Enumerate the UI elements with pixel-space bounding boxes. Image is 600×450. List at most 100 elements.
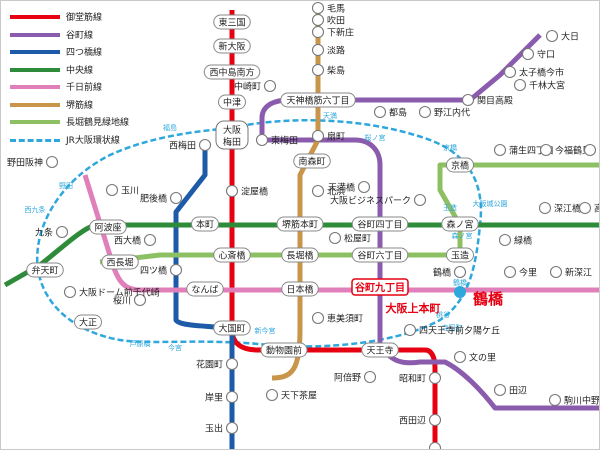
station-tamade[interactable]: 玉出	[205, 421, 239, 435]
jr-station-label: 玉造	[443, 203, 457, 212]
station-tanimachi6[interactable]: 谷町六丁目	[351, 247, 409, 263]
station-ogimachi[interactable]: 扇町	[311, 129, 346, 143]
station-shitennojimae[interactable]: 四天王寺前夕陽ケ丘	[403, 323, 501, 337]
station-sakaisujihonmachi[interactable]: 堺筋本町	[276, 216, 324, 232]
station-suita[interactable]: 吹田	[311, 13, 346, 27]
station-marker	[453, 265, 467, 279]
legend-row: 四つ橋線	[8, 43, 140, 61]
station-nishinagahori[interactable]: 西長堀	[101, 254, 139, 270]
station-nakatsu[interactable]: 中津	[218, 94, 246, 110]
station-minamimorimachi[interactable]: 南森町	[293, 153, 331, 169]
station-higashiumeda[interactable]: 東梅田	[255, 133, 299, 147]
station-fukaebashi[interactable]: 深江橋	[538, 201, 582, 215]
station-label: 東梅田	[271, 135, 298, 147]
station-yokozutsumi[interactable]: 横堤	[583, 143, 600, 157]
station-shinfukae[interactable]: 新深江	[549, 265, 593, 279]
station-osaka-business-park[interactable]: 大阪ビジネスパーク	[330, 193, 427, 207]
legend-row: 谷町線	[8, 26, 140, 44]
station-marker	[105, 183, 119, 197]
station-imazato[interactable]: 今里	[503, 265, 538, 279]
station-matsuyamachi[interactable]: 松屋町	[328, 231, 372, 245]
station-marker	[143, 233, 157, 247]
legend-swatch	[10, 138, 60, 142]
station-marker	[328, 231, 342, 245]
station-tamatsukuri[interactable]: 玉造	[446, 247, 474, 263]
station-marker	[403, 323, 417, 337]
station-taishibashi[interactable]: 太子橋今市	[503, 65, 565, 79]
station-sakuragawa[interactable]: 桜川	[113, 293, 147, 307]
station-fuminosato[interactable]: 文の里	[453, 350, 497, 364]
station-kunijima[interactable]: 柴島	[311, 63, 346, 77]
station-nishiumeda[interactable]: 西梅田	[169, 138, 212, 152]
station-dome[interactable]: 大阪ドーム前千代崎	[63, 285, 160, 299]
station-taisho[interactable]: 大正	[74, 314, 102, 330]
station-noe[interactable]: 野江内代	[418, 105, 471, 119]
legend-label: 御堂筋線	[66, 13, 103, 23]
station-nagai[interactable]	[428, 441, 442, 450]
station-sembayashi[interactable]: 千林大宮	[513, 78, 566, 92]
station-kishinosato[interactable]: 岸里	[205, 390, 239, 404]
station-midoribashi[interactable]: 緑橋	[498, 233, 533, 247]
station-awaza[interactable]: 阿波座	[89, 219, 127, 235]
station-nishinakajima-minamigata[interactable]: 西中島南方	[203, 64, 261, 80]
station-dainichi[interactable]: 大日	[545, 29, 580, 43]
station-label: 花園町	[196, 359, 223, 371]
station-namba[interactable]: なんば	[186, 281, 224, 297]
station-nagahoribashi[interactable]: 長堀橋	[281, 247, 319, 263]
station-label: 守口	[537, 49, 555, 61]
station-kyobashi[interactable]: 京橋	[446, 157, 474, 173]
station-label: 西田辺	[399, 416, 426, 427]
station-label: 鶴橋	[433, 267, 451, 279]
station-nodahanshin[interactable]: 野田阪神	[7, 155, 59, 169]
station-komagawa[interactable]: 駒川中野	[548, 393, 600, 407]
station-miyakojima[interactable]: 都島	[373, 105, 408, 119]
station-marker	[357, 180, 371, 194]
station-shinsaibashi[interactable]: 心斎橋	[213, 247, 251, 263]
station-hanazonocho[interactable]: 花園町	[196, 357, 239, 371]
station-imafuku[interactable]: 今福鶴見	[539, 143, 592, 157]
station-marker	[225, 184, 239, 198]
station-tsuruhashi[interactable]: 鶴橋	[433, 265, 467, 279]
station-tengachaya[interactable]: 天下茶屋	[265, 388, 318, 402]
uehommachi-label: 大阪上本町	[386, 301, 441, 315]
station-moriguchi[interactable]: 守口	[521, 47, 556, 61]
station-nishitanabe[interactable]: 西田辺	[399, 413, 442, 427]
station-tenmabashi[interactable]: 天満橋	[328, 180, 371, 194]
station-yodoyabashi[interactable]: 淀屋橋	[225, 184, 269, 198]
station-tennoji[interactable]: 天王寺	[361, 342, 399, 358]
station-nipponbashi[interactable]: 日本橋	[281, 281, 319, 297]
station-nakazakicho[interactable]: 中崎町	[234, 79, 277, 93]
station-tenjinbashisuji[interactable]: 天神橋筋六丁目	[280, 92, 356, 108]
station-kitahama[interactable]: 北浜	[311, 184, 346, 198]
station-tanimachi4[interactable]: 谷町四丁目	[351, 216, 409, 232]
station-higashi-mikuni[interactable]: 東三国	[213, 14, 251, 30]
legend-swatch	[10, 102, 60, 107]
station-label: 天下茶屋	[281, 390, 317, 402]
station-shin-osaka[interactable]: 新大阪	[213, 38, 251, 54]
station-tamagawa[interactable]: 玉川	[105, 183, 140, 197]
station-marker	[198, 138, 212, 152]
station-yotsubashi[interactable]: 四ツ橋	[140, 263, 183, 277]
station-higobashi[interactable]: 肥後橋	[140, 191, 183, 205]
station-ebisucho[interactable]: 恵美須町	[311, 311, 364, 325]
station-sekime[interactable]: 関目高殿	[461, 93, 514, 107]
station-nishiohashi[interactable]: 西大橋	[114, 233, 157, 247]
station-bentencho[interactable]: 弁天町	[26, 262, 64, 278]
station-shimoshinjo[interactable]: 下新庄	[311, 25, 355, 39]
station-honmachi[interactable]: 本町	[191, 216, 219, 232]
station-morinomiya[interactable]: 森ノ宮	[441, 216, 479, 232]
station-awaji[interactable]: 淡路	[311, 43, 346, 57]
station-tanabe[interactable]: 田辺	[493, 383, 528, 397]
station-label: 吹田	[327, 15, 345, 27]
legend-label: 四つ橋線	[66, 48, 103, 58]
station-label: 天満橋	[328, 182, 355, 194]
station-showacho[interactable]: 昭和町	[399, 371, 442, 385]
jr-station-label: 京橋	[443, 143, 457, 152]
station-daikokucho[interactable]: 大国町	[213, 320, 251, 336]
station-dobutsuenmae[interactable]: 動物園前	[260, 342, 308, 358]
station-kema[interactable]: 毛馬	[311, 1, 346, 15]
station-kujo[interactable]: 九条	[35, 225, 69, 239]
station-abeno[interactable]: 阿倍野	[334, 370, 377, 384]
station-takaida[interactable]: 高井田	[578, 201, 600, 215]
